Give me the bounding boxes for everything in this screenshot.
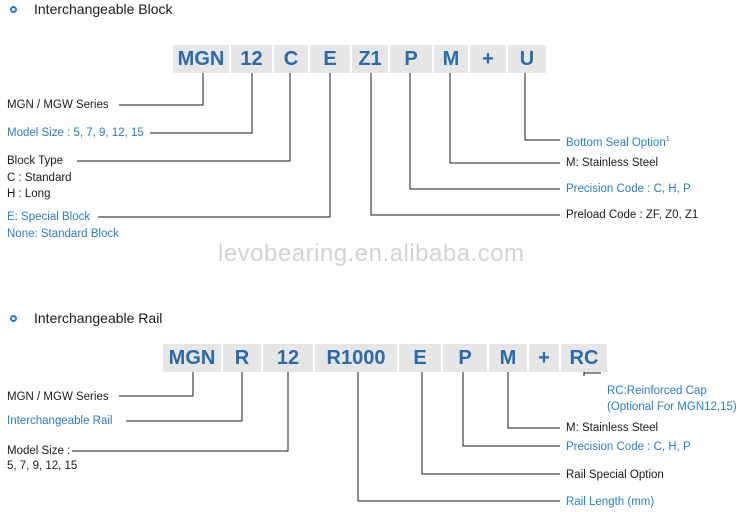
- connector-block-steel: [449, 73, 560, 164]
- block-label-none: None: Standard Block: [7, 228, 119, 240]
- rail-label-rc1: RC:Reinforced Cap: [607, 385, 707, 397]
- rail-section-title: Interchangeable Rail: [34, 310, 163, 326]
- block-label-steel: M: Stainless Steel: [566, 157, 659, 169]
- rail-label-rail: Interchangeable Rail: [7, 415, 113, 427]
- rail-label-size-values: 5, 7, 9, 12, 15: [7, 460, 78, 472]
- block-code-type: C: [274, 45, 308, 73]
- rail-code-cap: RC: [561, 344, 607, 372]
- block-code-row: MGN 12 C E Z1 P M + U: [0, 45, 743, 73]
- block-label-type-h: H : Long: [7, 188, 51, 200]
- connector-rail-special: [421, 372, 560, 475]
- block-code-seal: U: [508, 45, 546, 73]
- connector-rail-length: [357, 372, 560, 502]
- rail-label-series: MGN / MGW Series: [7, 391, 109, 403]
- block-code-special: E: [310, 45, 350, 73]
- rail-label-size-title: Model Size :: [7, 445, 71, 457]
- connector-block-special: [98, 73, 331, 218]
- block-label-seal-footnote: 1: [665, 136, 670, 143]
- connector-block-precision: [409, 73, 560, 190]
- connector-block-type: [77, 73, 291, 162]
- connector-block-preload: [370, 73, 560, 216]
- connector-rail-rail: [126, 372, 243, 422]
- connector-rail-series: [119, 372, 194, 397]
- rail-label-steel: M: Stainless Steel: [566, 422, 659, 434]
- section-bullet-icon: [10, 315, 17, 322]
- block-code-precision: P: [390, 45, 432, 73]
- connector-rail-size: [72, 372, 289, 452]
- rail-code-row: MGN R 12 R1000 E P M + RC: [0, 344, 743, 372]
- block-code-preload: Z1: [352, 45, 388, 73]
- block-label-seal: Bottom Seal Option1: [566, 132, 670, 151]
- section-bullet-icon: [10, 6, 17, 13]
- block-code-material: M: [434, 45, 468, 73]
- connector-block-series: [119, 73, 204, 106]
- block-label-type-c: C : Standard: [7, 172, 72, 184]
- rail-label-special: Rail Special Option: [566, 469, 664, 481]
- rail-code-precision: P: [443, 344, 487, 372]
- connector-rail-steel: [507, 372, 560, 429]
- rail-code-material: M: [489, 344, 527, 372]
- block-label-series: MGN / MGW Series: [7, 99, 109, 111]
- connector-rail-cap: [583, 372, 601, 374]
- block-code-plus: +: [470, 45, 506, 73]
- rail-code-plus: +: [529, 344, 559, 372]
- block-label-precision: Precision Code : C, H, P: [566, 183, 691, 195]
- block-label-type-title: Block Type: [7, 155, 64, 167]
- connector-block-seal: [524, 73, 560, 141]
- rail-code-rail: R: [223, 344, 261, 372]
- rail-label-length: Rail Length (mm): [566, 496, 655, 508]
- connector-block-size: [150, 73, 253, 134]
- block-label-preload: Preload Code : ZF, Z0, Z1: [566, 209, 699, 221]
- block-label-special: E: Special Block: [7, 211, 91, 223]
- block-label-size: Model Size : 5, 7, 9, 12, 15: [7, 127, 144, 139]
- rail-code-length: R1000: [315, 344, 397, 372]
- watermark-text: levobearing.en.alibaba.com: [218, 240, 525, 267]
- rail-code-special: E: [399, 344, 441, 372]
- connector-rail-precision: [462, 372, 560, 447]
- rail-label-precision: Precision Code : C, H, P: [566, 441, 691, 453]
- block-label-seal-text: Bottom Seal Option: [566, 136, 666, 149]
- block-code-size: 12: [231, 45, 272, 73]
- block-code-series: MGN: [173, 45, 229, 73]
- rail-label-rc2: (Optional For MGN12,15): [607, 401, 737, 413]
- block-section-title: Interchangeable Block: [34, 1, 173, 17]
- rail-code-series: MGN: [163, 344, 221, 372]
- rail-code-size: 12: [263, 344, 313, 372]
